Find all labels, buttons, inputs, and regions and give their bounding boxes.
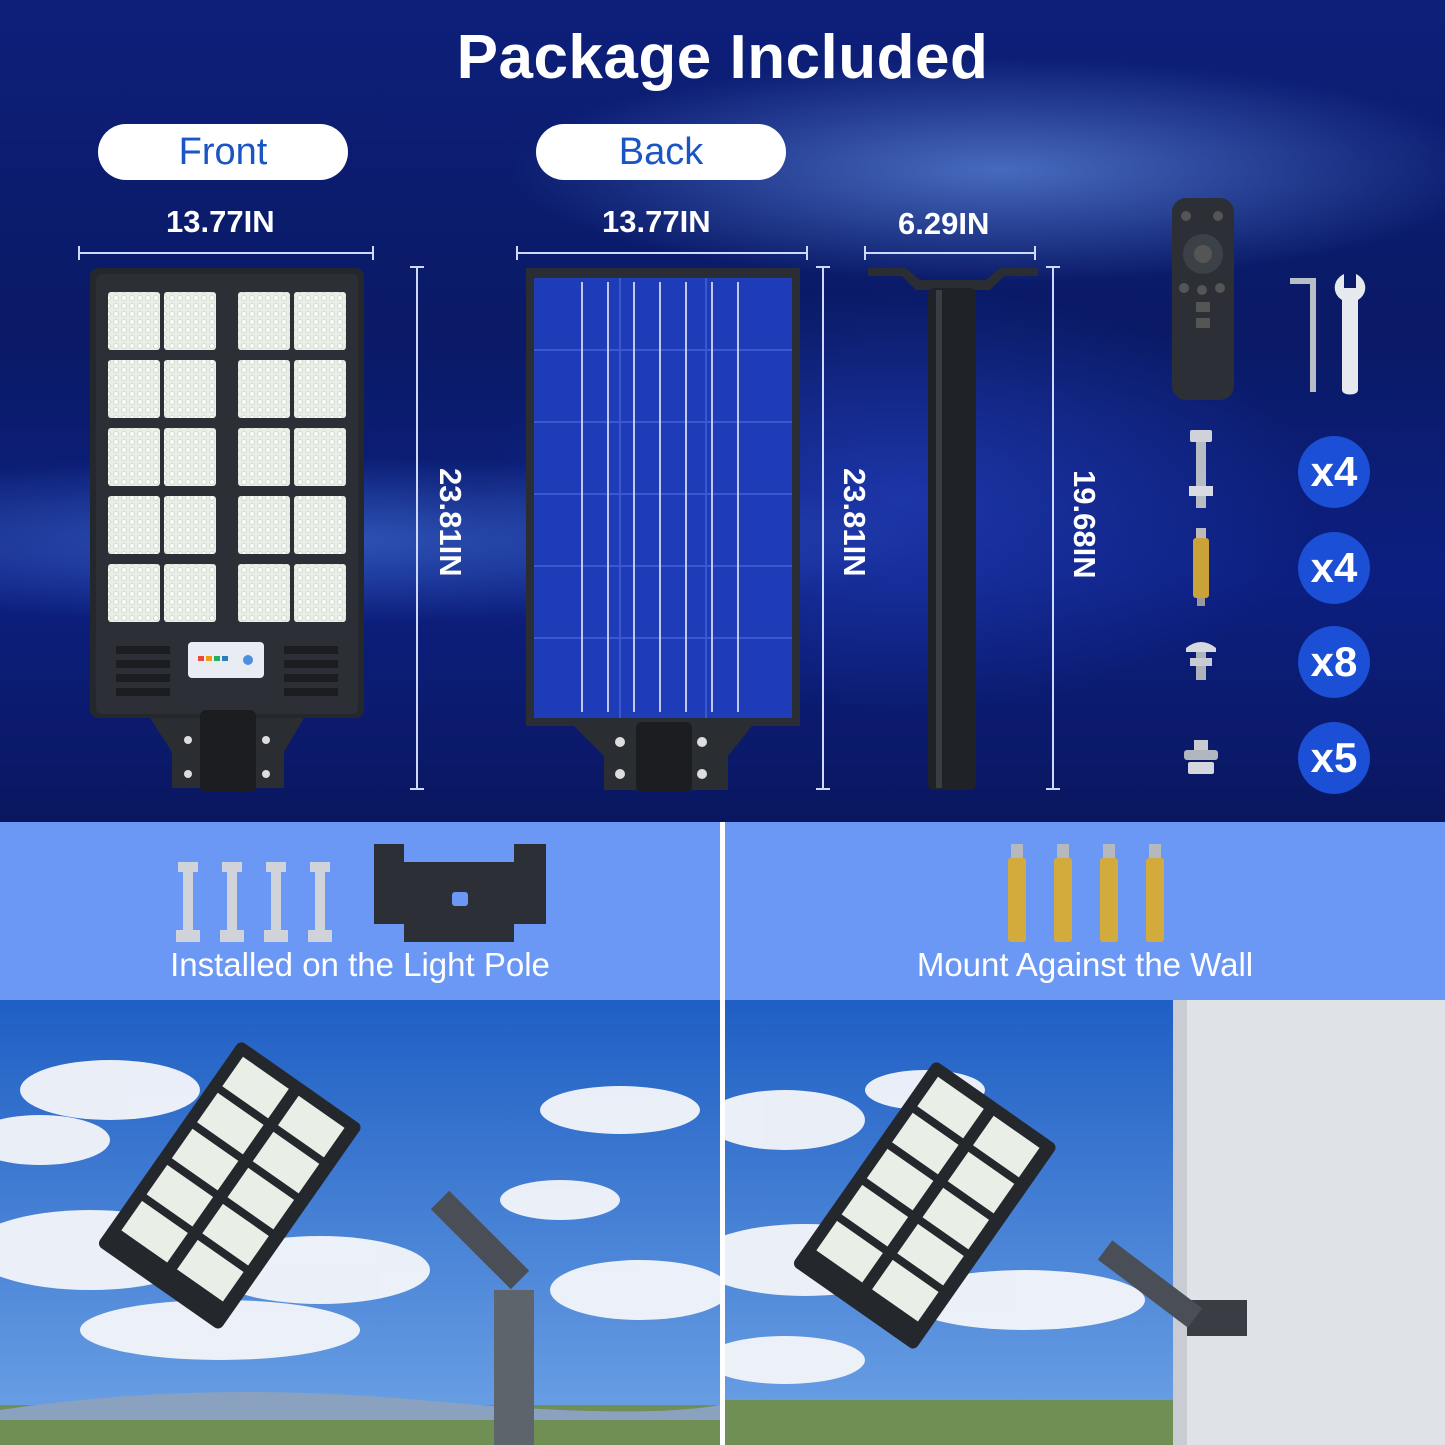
qty-badge-anchors: x4 <box>1298 532 1370 604</box>
pole-height-label: 19.68IN <box>1067 470 1102 579</box>
pole-install-photo <box>0 1000 720 1445</box>
front-width-label: 13.77IN <box>166 204 275 239</box>
page-title: Package Included <box>456 23 989 92</box>
wall-install-panel: Mount Against the Wall <box>725 822 1445 1000</box>
led-module <box>238 564 290 622</box>
mounting-pole-illustration <box>868 268 1038 790</box>
divider <box>720 822 725 1000</box>
wall-caption: Mount Against the Wall <box>916 946 1254 983</box>
pole-install-panel: Installed on the Light Pole <box>0 822 720 1000</box>
back-width-line <box>516 246 808 260</box>
pole-height-line <box>1046 266 1060 790</box>
led-module <box>294 496 346 554</box>
pole-width-label: 6.29IN <box>898 206 990 241</box>
lamp-back-illustration <box>526 268 800 792</box>
lamp-front-illustration <box>90 268 364 792</box>
led-module <box>238 428 290 486</box>
tools-icon <box>1290 274 1366 395</box>
wall-anchors-icon <box>1008 844 1164 942</box>
led-module <box>108 564 160 622</box>
led-module <box>164 496 216 554</box>
qty-badge-screws: x8 <box>1298 626 1370 698</box>
package-overview: Package Included Front Back 13.77IN 13.7… <box>0 0 1445 822</box>
qty-badge-nuts: x5 <box>1298 722 1370 794</box>
back-height-line <box>816 266 830 790</box>
led-module <box>238 496 290 554</box>
led-module <box>108 360 160 418</box>
led-module <box>294 292 346 350</box>
led-module <box>108 496 160 554</box>
led-module <box>164 564 216 622</box>
bolt-icon <box>1189 430 1213 508</box>
qty-badge-bolts: x4 <box>1298 436 1370 508</box>
remote-control-icon <box>1172 198 1234 400</box>
front-width-line <box>78 246 374 260</box>
led-module <box>108 292 160 350</box>
front-height-line <box>410 266 424 790</box>
led-module <box>164 360 216 418</box>
led-module <box>294 428 346 486</box>
nut-washer-icon <box>1184 740 1218 774</box>
wall-install-photo <box>725 1000 1445 1445</box>
led-module <box>108 428 160 486</box>
front-label: Front <box>98 124 348 180</box>
back-label: Back <box>536 124 786 180</box>
led-module <box>238 360 290 418</box>
back-width-label: 13.77IN <box>602 204 711 239</box>
led-module <box>164 292 216 350</box>
led-module <box>238 292 290 350</box>
screw-icon <box>1186 642 1216 680</box>
pole-hardware-icon <box>176 844 546 942</box>
led-module <box>164 428 216 486</box>
pole-caption: Installed on the Light Pole <box>170 946 550 983</box>
pole-width-line <box>864 246 1036 260</box>
led-module <box>294 360 346 418</box>
led-module <box>294 564 346 622</box>
divider-photos <box>720 1000 725 1445</box>
front-height-label: 23.81IN <box>433 468 468 577</box>
expansion-anchor-icon <box>1193 528 1209 606</box>
